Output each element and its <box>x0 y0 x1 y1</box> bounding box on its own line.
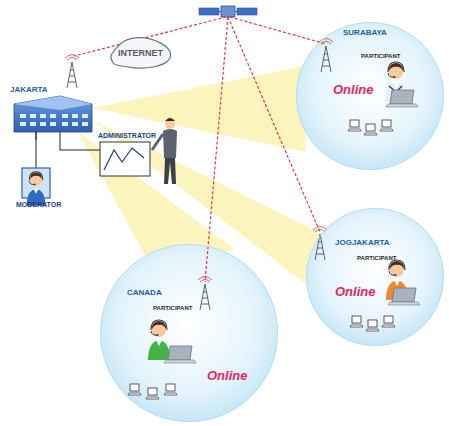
radio-tower <box>65 55 79 89</box>
site-circle: JOGJAKARTA PARTICIPANT Online <box>306 208 444 346</box>
moderator-figure <box>22 168 50 206</box>
satellite <box>199 6 257 17</box>
participant-figure <box>128 320 196 399</box>
status-label: Online <box>207 369 247 383</box>
chart-panel <box>100 142 150 176</box>
cloud-label: INTERNET <box>118 49 163 59</box>
role-label: MODERATOR <box>16 201 61 209</box>
wire <box>36 132 100 168</box>
site-circle: SURABAYA PARTICIPANT Online <box>296 22 444 170</box>
administrator-figure <box>152 118 177 184</box>
site-circle: CANADA PARTICIPANT Online <box>100 244 278 422</box>
city-name: JAKARTA <box>10 86 48 95</box>
city-name: SURABAYA <box>343 29 387 38</box>
internet-cloud: INTERNET <box>106 34 175 70</box>
city-name: JOGJAKARTA <box>335 239 390 248</box>
participant-label: PARTICIPANT <box>361 53 400 60</box>
role-label: ADMINISTRATOR <box>98 132 156 140</box>
radio-tower <box>319 39 333 73</box>
status-label: Online <box>335 285 375 299</box>
participant-label: PARTICIPANT <box>153 305 192 312</box>
satellite-link <box>74 17 326 282</box>
radio-tower <box>198 277 212 311</box>
radio-tower <box>313 227 327 261</box>
jakarta-building <box>14 96 92 132</box>
city-name: CANADA <box>127 289 162 298</box>
participant-figure <box>348 62 418 135</box>
site-circle <box>100 22 444 422</box>
participant-label: PARTICIPANT <box>357 255 396 262</box>
status-label: Online <box>333 83 373 97</box>
